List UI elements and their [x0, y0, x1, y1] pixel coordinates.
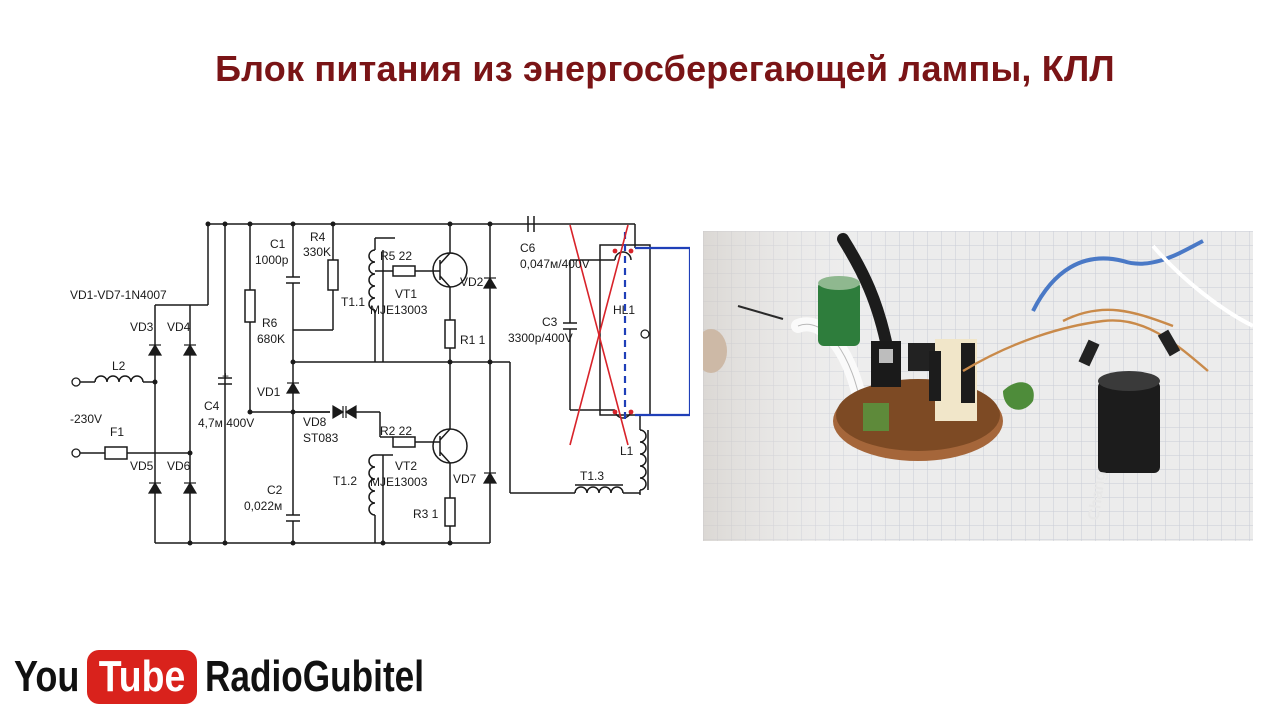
label-c1-name: C1 [270, 237, 286, 251]
label-vt1: VT1 [395, 287, 417, 301]
label-vd1: VD1 [257, 385, 281, 399]
label-mains: -230V [70, 412, 102, 426]
label-r2: R2 22 [380, 424, 412, 438]
label-c2-name: C2 [267, 483, 283, 497]
label-vd2: VD2 [460, 275, 484, 289]
label-r6-name: R6 [262, 316, 278, 330]
label-c4-value: 4,7м 400V [198, 416, 254, 430]
channel-name: RadioGubitel [205, 652, 425, 701]
slide-title: Блок питания из энергосберегающей лампы,… [215, 48, 1115, 89]
label-c2-value: 0,022м [244, 499, 282, 513]
label-l2: L2 [112, 359, 126, 373]
label-vd4: VD4 [167, 320, 191, 334]
label-t13: T1.3 [580, 469, 604, 483]
label-r6-value: 680K [257, 332, 285, 346]
label-diode-bridge: VD1-VD7-1N4007 [70, 288, 167, 302]
label-vt2: VT2 [395, 459, 417, 473]
label-c6-name: C6 [520, 241, 536, 255]
label-c4-name: C4 [204, 399, 220, 413]
label-t11: T1.1 [341, 295, 365, 309]
label-r4-value: 330K [303, 245, 331, 259]
youtube-you-text: You [14, 652, 80, 701]
label-c3-name: C3 [542, 315, 558, 329]
label-r5: R5 22 [380, 249, 412, 263]
label-l1: L1 [620, 444, 634, 458]
label-r4-name: R4 [310, 230, 326, 244]
youtube-tube-badge: Tube [87, 650, 197, 704]
label-r3: R3 1 [413, 507, 439, 521]
c4-polarity-plus: + [222, 369, 229, 383]
youtube-tube-text: Tube [98, 652, 186, 701]
label-c6-value: 0,047м/400V [520, 257, 590, 271]
label-vd6: VD6 [167, 459, 191, 473]
label-vd8: VD8 [303, 415, 327, 429]
youtube-channel-logo: You Tube RadioGubitel [14, 646, 464, 710]
label-vd8-type: ST083 [303, 431, 339, 445]
label-c3-value: 3300p/400V [508, 331, 573, 345]
circuit-schematic: VD1-VD7-1N4007 VD3 VD4 L2 -230V F1 VD5 V… [70, 216, 690, 546]
label-vd7: VD7 [453, 472, 477, 486]
label-t12: T1.2 [333, 474, 357, 488]
label-vt1-type: MJE13003 [370, 303, 428, 317]
assembled-board-photo: Chang [703, 231, 1253, 541]
label-vd5: VD5 [130, 459, 154, 473]
label-f1: F1 [110, 425, 124, 439]
capacitor-print: Chang [1086, 470, 1110, 522]
label-r1: R1 1 [460, 333, 486, 347]
label-hl1: HL1 [613, 303, 635, 317]
label-c1-value: 1000p [255, 253, 289, 267]
label-vd3: VD3 [130, 320, 154, 334]
label-vt2-type: MJE13003 [370, 475, 428, 489]
